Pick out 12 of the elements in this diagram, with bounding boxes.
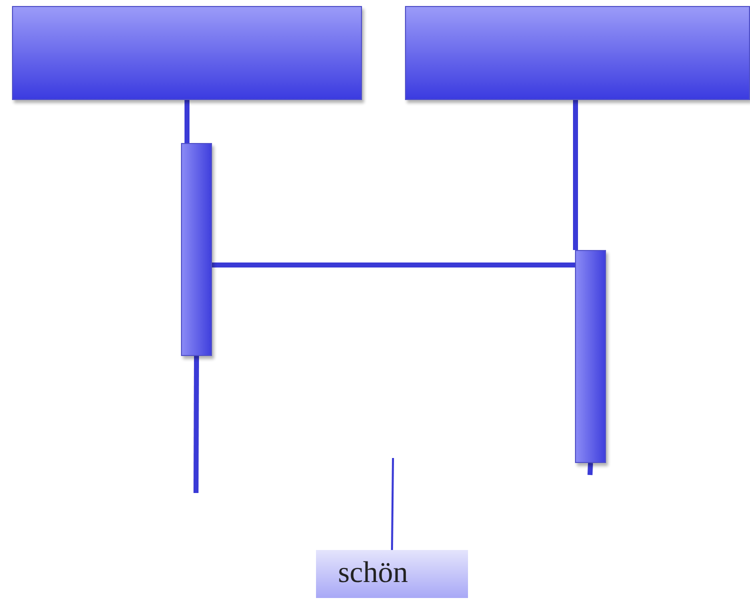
activation-bar <box>575 250 606 463</box>
label-text: schön <box>338 556 408 590</box>
lifeline <box>194 356 199 493</box>
lifeline <box>573 100 578 250</box>
header-box <box>12 6 362 100</box>
leader-line <box>391 458 394 550</box>
message-line <box>212 262 575 268</box>
lifeline <box>184 100 190 143</box>
activation-bar <box>181 143 212 356</box>
label-box <box>316 550 468 598</box>
header-box <box>405 6 750 100</box>
lifeline <box>588 462 593 476</box>
